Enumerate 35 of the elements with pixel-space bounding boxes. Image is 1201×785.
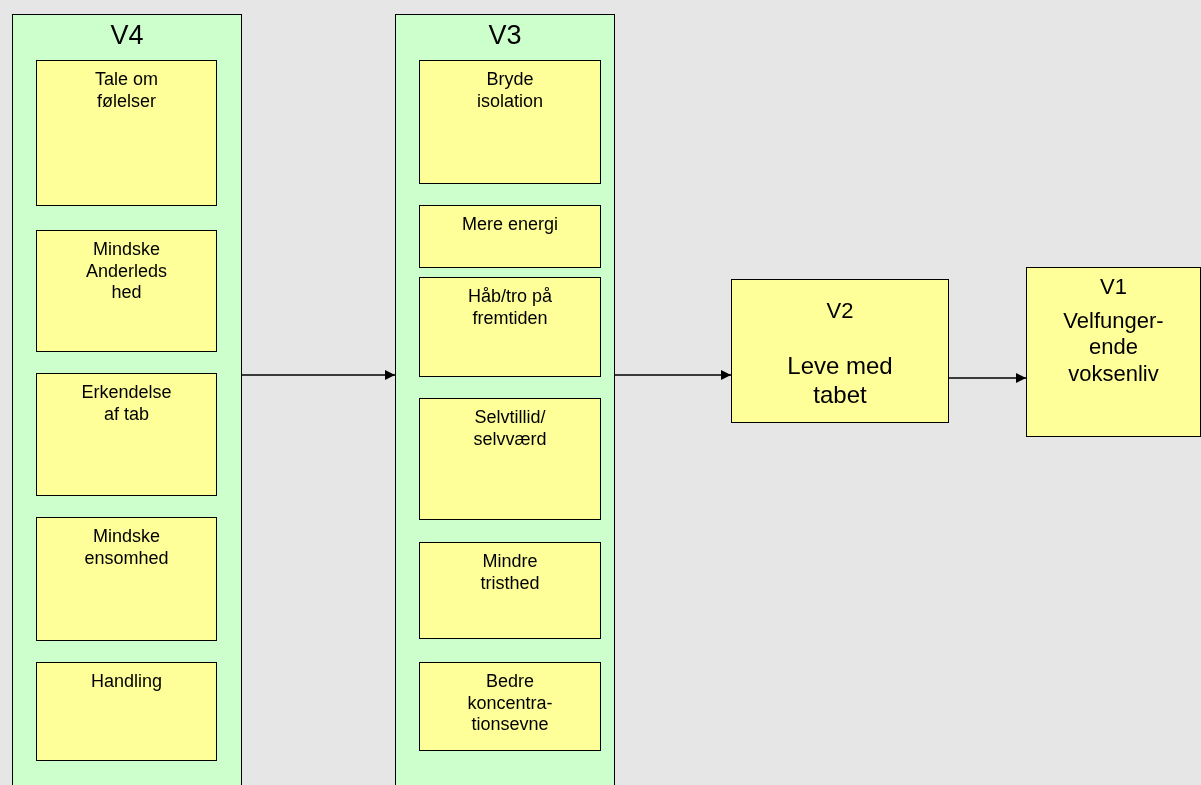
note-card: [419, 277, 601, 377]
note-card: [419, 662, 601, 751]
card-text: Mere energi: [460, 214, 559, 236]
stage-heading: V2: [825, 298, 855, 325]
stage-box: [1026, 267, 1201, 437]
panel-heading: V4: [109, 19, 145, 52]
stage-box: [731, 279, 949, 423]
stage-text: Leve med tabet: [786, 352, 894, 410]
stage-panel: [395, 14, 615, 785]
stage-text: Velfunger- ende voksenliv: [1062, 308, 1165, 388]
note-card: [36, 230, 217, 352]
card-text: Bedre koncentra- tionsevne: [466, 671, 554, 736]
note-card: [419, 205, 601, 268]
arrow: [241, 370, 396, 380]
stage-panel: [12, 14, 242, 785]
card-text: Bryde isolation: [475, 69, 544, 113]
card-text: Mindske Anderleds hed: [84, 239, 169, 304]
stage-heading: V1: [1099, 274, 1128, 301]
arrow: [614, 370, 732, 380]
card-text: Mindre tristhed: [479, 551, 541, 595]
card-text: Selvtillid/ selvværd: [472, 407, 548, 451]
note-card: [36, 662, 217, 761]
arrow: [948, 373, 1027, 383]
card-text: Tale om følelser: [94, 69, 159, 113]
card-text: Mindske ensomhed: [83, 526, 170, 570]
note-card: [419, 542, 601, 639]
note-card: [419, 60, 601, 184]
note-card: [36, 373, 217, 496]
note-card: [36, 60, 217, 206]
card-text: Håb/tro på fremtiden: [466, 286, 554, 330]
card-text: Handling: [89, 671, 164, 693]
note-card: [36, 517, 217, 641]
note-card: [419, 398, 601, 520]
panel-heading: V3: [487, 19, 523, 52]
card-text: Erkendelse af tab: [80, 382, 173, 426]
